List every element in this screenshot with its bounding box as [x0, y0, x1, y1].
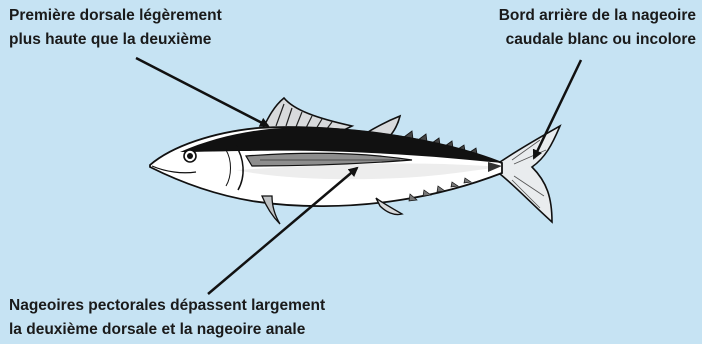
dorsal-annotation-line2: plus haute que la deuxième — [9, 28, 222, 52]
pectoral-annotation-line1: Nageoires pectorales dépassent largement — [9, 294, 325, 318]
pectoral-annotation-line2: la deuxième dorsale et la nageoire anale — [9, 318, 325, 342]
caudal-arrow — [534, 60, 581, 158]
caudal-annotation: Bord arrière de la nageoire caudale blan… — [499, 4, 696, 52]
dorsal-annotation: Première dorsale légèrement plus haute q… — [9, 4, 222, 52]
caudal-annotation-line1: Bord arrière de la nageoire — [499, 4, 696, 28]
caudal-fin — [500, 126, 560, 222]
dorsal-annotation-line1: Première dorsale légèrement — [9, 4, 222, 28]
dorsal-arrow — [136, 58, 268, 126]
pectoral-annotation: Nageoires pectorales dépassent largement… — [9, 294, 325, 342]
caudal-annotation-line2: caudale blanc ou incolore — [499, 28, 696, 52]
